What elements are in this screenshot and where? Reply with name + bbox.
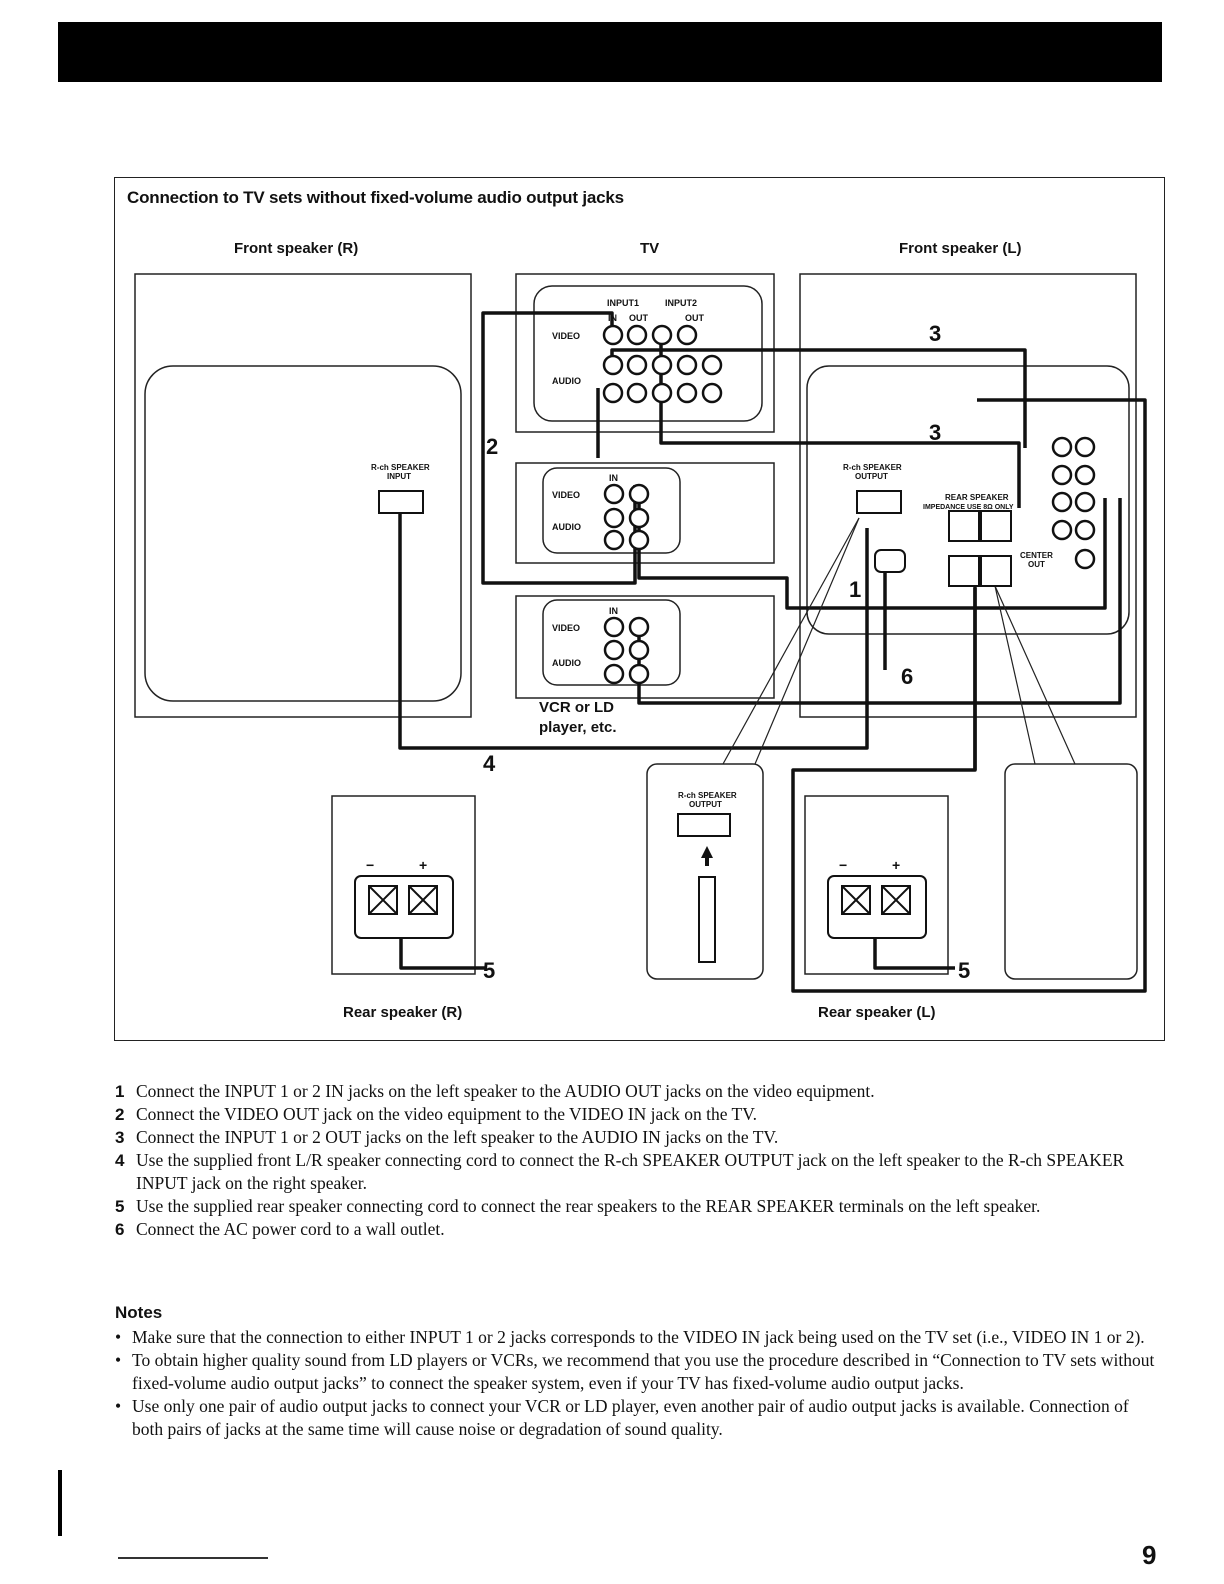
callout-5-right: 5 [958,958,970,983]
vcr2-box [515,595,775,699]
inset-rch-output [646,763,764,980]
note-text: Make sure that the connection to either … [132,1327,1145,1347]
instruction-steps: 1 Connect the INPUT 1 or 2 IN jacks on t… [115,1080,1155,1241]
vcr2-panel [542,599,681,686]
callout-3-upper: 3 [929,321,941,346]
header-bar [58,22,1162,82]
step-number: 3 [115,1128,125,1147]
scan-line [118,1557,268,1559]
step-text: Connect the INPUT 1 or 2 IN jacks on the… [136,1081,875,1101]
jack-label-rch-output-2: OUTPUT [855,472,888,481]
jack-label-vcr1-in: IN [609,473,618,483]
page-number: 9 [1142,1540,1157,1570]
step-text: Connect the VIDEO OUT jack on the video … [136,1104,757,1124]
bullet-icon: • [115,1327,122,1347]
connection-diagram-figure: Connection to TV sets without fixed-volu… [114,177,1165,1041]
step-number: 1 [115,1082,125,1101]
rear-speaker-l-box [804,795,949,975]
label-front-speaker-r: Front speaker (R) [234,240,359,257]
callout-2: 2 [486,434,498,459]
step-item: 2 Connect the VIDEO OUT jack on the vide… [115,1103,1155,1126]
label-rear-speaker-l: Rear speaker (L) [818,1004,936,1021]
figure-title: Connection to TV sets without fixed-volu… [127,188,624,207]
step-number: 6 [115,1220,125,1239]
tv-box [515,273,775,433]
jack-label-tv-out2: OUT [685,313,705,323]
label-tv: TV [640,240,660,257]
inset-label-rch-output-1: R-ch SPEAKER [678,791,737,800]
jack-label-vcr1-video: VIDEO [552,490,580,500]
step-number: 4 [115,1151,125,1170]
jack-label-tv-in: IN [608,313,617,323]
arrow-up-icon [701,846,713,866]
front-speaker-r-panel [144,365,462,702]
jack-label-rear-r-minus: − [366,857,374,873]
callout-6: 6 [901,664,913,689]
jack-label-rear-l-minus: − [839,857,847,873]
wiring-diagram: INPUT1 INPUT2 IN OUT OUT VIDEO AUDIO VID… [134,273,1147,993]
notes-list: • Make sure that the connection to eithe… [115,1326,1155,1441]
label-front-speaker-l: Front speaker (L) [899,240,1022,257]
step-item: 3 Connect the INPUT 1 or 2 OUT jacks on … [115,1126,1155,1149]
jack-label-tv-video: VIDEO [552,331,580,341]
callout-4: 4 [483,751,496,776]
label-vcr-line2: player, etc. [539,719,617,736]
step-item: 5 Use the supplied rear speaker connecti… [115,1195,1155,1218]
tv-panel [533,285,763,422]
jack-label-rear-l-plus: + [892,857,900,873]
inset-rear-terminal [1004,763,1138,980]
step-text: Connect the INPUT 1 or 2 OUT jacks on th… [136,1127,779,1147]
margin-bar [58,1470,62,1536]
callout-3-lower: 3 [929,420,941,445]
jack-label-rch-output-1: R-ch SPEAKER [843,463,902,472]
rear-speaker-r-box [331,795,476,975]
front-speaker-l-box [799,273,1137,718]
jack-label-rear-r-plus: + [419,857,427,873]
jack-label-center-1: CENTER [1020,551,1053,560]
step-text: Use the supplied front L/R speaker conne… [136,1150,1125,1193]
jack-label-tv-audio: AUDIO [552,376,581,386]
callout-5-left: 5 [483,958,495,983]
callout-1: 1 [849,577,861,602]
jack-label-rch-input-2: INPUT [387,472,411,481]
jack-label-rch-input-1: R-ch SPEAKER [371,463,430,472]
front-speaker-r-box [134,273,472,718]
jack-label-input1: INPUT1 [607,298,639,308]
vcr1-panel [542,467,681,554]
step-text: Use the supplied rear speaker connecting… [136,1196,1041,1216]
jack-label-tv-out: OUT [629,313,649,323]
step-number: 2 [115,1105,125,1124]
jack-label-vcr2-audio: AUDIO [552,658,581,668]
jack-label-impedance: IMPEDANCE USE 8Ω ONLY [923,504,1014,511]
step-text: Connect the AC power cord to a wall outl… [136,1219,445,1239]
jack-label-vcr2-video: VIDEO [552,623,580,633]
jack-label-center-2: OUT [1028,560,1045,569]
note-text: Use only one pair of audio output jacks … [132,1396,1129,1439]
jack-label-vcr2-in: IN [609,606,618,616]
note-item: • To obtain higher quality sound from LD… [115,1349,1155,1395]
jack-label-input2: INPUT2 [665,298,697,308]
step-item: 6 Connect the AC power cord to a wall ou… [115,1218,1155,1241]
step-item: 4 Use the supplied front L/R speaker con… [115,1149,1155,1195]
bullet-icon: • [115,1396,122,1416]
label-vcr-line1: VCR or LD [539,699,614,716]
bullet-icon: • [115,1350,122,1370]
step-item: 1 Connect the INPUT 1 or 2 IN jacks on t… [115,1080,1155,1103]
note-text: To obtain higher quality sound from LD p… [132,1350,1155,1393]
step-number: 5 [115,1197,125,1216]
jack-label-vcr1-audio: AUDIO [552,522,581,532]
front-speaker-l-panel [806,365,1130,635]
note-item: • Use only one pair of audio output jack… [115,1395,1155,1441]
jack-label-rear-speaker: REAR SPEAKER [945,493,1009,502]
note-item: • Make sure that the connection to eithe… [115,1326,1155,1349]
vcr1-box [515,462,775,564]
inset-label-rch-output-2: OUTPUT [689,800,722,809]
notes-heading: Notes [115,1303,163,1322]
label-rear-speaker-r: Rear speaker (R) [343,1004,463,1021]
